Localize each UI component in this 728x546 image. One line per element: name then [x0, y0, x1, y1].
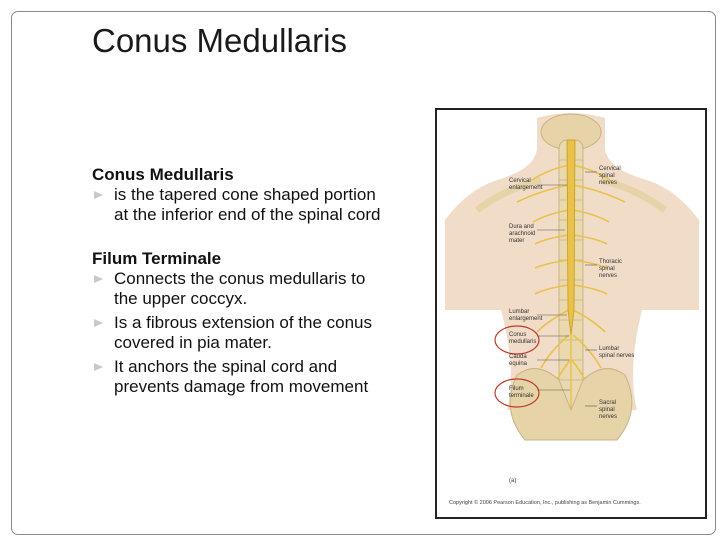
section-heading-conus: Conus Medullaris — [92, 165, 234, 184]
bullet-item: is the tapered cone shaped portion at th… — [92, 185, 392, 225]
bullet-triangle-icon — [94, 363, 103, 371]
bullet-text: is the tapered cone shaped portion at th… — [114, 185, 381, 224]
pelvis — [509, 368, 633, 441]
bullet-triangle-icon — [94, 275, 103, 283]
conus-highlight-circle — [494, 325, 540, 355]
bullet-text: Is a fibrous extension of the conus cove… — [114, 313, 372, 352]
spinal-cord — [566, 139, 576, 336]
bullet-text: Connects the conus medullaris to the upp… — [114, 269, 366, 308]
conus-bullet-list: is the tapered cone shaped portion at th… — [92, 185, 392, 225]
panel-label: (a) — [509, 478, 516, 484]
bullet-text: It anchors the spinal cord and prevents … — [114, 357, 369, 396]
slide-title: Conus Medullaris — [92, 22, 347, 59]
filum-bullet-list: Connects the conus medullaris to the upp… — [92, 269, 392, 397]
copyright-text: Copyright © 2006 Pearson Education, Inc.… — [449, 499, 641, 506]
bullet-triangle-icon — [94, 319, 103, 327]
slide-content: Conus Medullaris is the tapered cone sha… — [92, 165, 392, 397]
bullet-item: It anchors the spinal cord and prevents … — [92, 357, 392, 397]
section-heading-filum: Filum Terminale — [92, 249, 222, 268]
bullet-triangle-icon — [94, 191, 103, 199]
bullet-item: Is a fibrous extension of the conus cove… — [92, 313, 392, 353]
slide-frame — [11, 11, 716, 535]
bullet-item: Connects the conus medullaris to the upp… — [92, 269, 392, 309]
filum-highlight-circle — [494, 378, 540, 408]
